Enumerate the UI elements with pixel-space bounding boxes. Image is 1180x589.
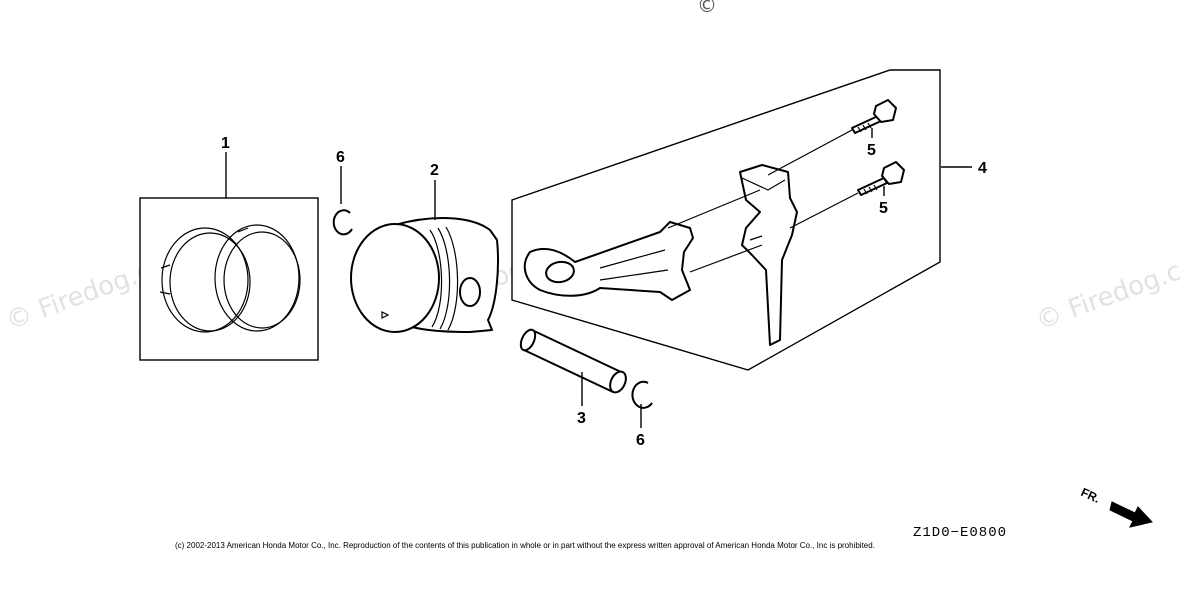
ring-oil-inner — [223, 231, 301, 329]
copyright-notice: (c) 2002-2013 American Honda Motor Co., … — [175, 541, 875, 550]
piston-crown — [350, 223, 440, 333]
callout-5-lower[interactable]: 5 — [879, 200, 888, 217]
bolt-head-lower — [881, 161, 905, 185]
bolt-thread-upper — [857, 122, 872, 133]
piston-pin[interactable] — [518, 327, 629, 394]
piston-pin-clip-right[interactable] — [631, 380, 653, 409]
callout-5-upper[interactable]: 5 — [867, 142, 876, 159]
assembly-guide-lines — [667, 189, 763, 273]
conrod-bolt-lower[interactable] — [789, 161, 905, 229]
piston-ring-set[interactable] — [139, 197, 319, 361]
pin-end-left — [519, 328, 537, 352]
conrod-bolt-upper[interactable] — [767, 99, 897, 176]
bolt-head-upper — [873, 99, 897, 123]
bolt-thread-lower — [863, 184, 878, 195]
conrod-cap — [739, 164, 798, 346]
ring-top — [161, 227, 249, 333]
connecting-rod-assembly[interactable] — [511, 69, 941, 371]
pin-end-right — [609, 370, 627, 394]
callout-6-upper[interactable]: 6 — [336, 149, 345, 166]
watermark-top-symbol: © — [697, 0, 717, 17]
pin-body — [523, 329, 622, 393]
piston-arrow-mark — [381, 311, 390, 319]
leader-lines — [225, 128, 972, 428]
bolt-guide-upper — [767, 129, 853, 176]
callout-3[interactable]: 3 — [577, 410, 586, 427]
callout-2[interactable]: 2 — [430, 162, 439, 179]
fr-label: FR. — [1079, 485, 1102, 506]
front-direction-indicator: FR. — [1079, 485, 1153, 528]
piston-ring-grooves — [429, 226, 459, 331]
ring-gaps — [159, 227, 249, 295]
watermark-right: © Firedog.com — [1032, 242, 1180, 336]
conrod-cap-detail — [741, 177, 786, 241]
piston-pin-clip-left[interactable] — [332, 209, 353, 236]
ring-oil — [214, 224, 300, 332]
callout-1[interactable]: 1 — [221, 135, 230, 152]
diagram-code: Z1D0−E0800 — [913, 525, 1007, 541]
clip-shape — [332, 209, 353, 236]
callout-6-lower[interactable]: 6 — [636, 432, 645, 449]
callout-4[interactable]: 4 — [978, 160, 987, 177]
ring-set-box — [139, 197, 319, 361]
clip-shape-right — [631, 380, 653, 409]
callout-labels: 1 2 3 4 5 5 6 6 — [221, 135, 987, 449]
piston[interactable] — [350, 217, 499, 333]
fr-arrow-icon — [1109, 501, 1153, 528]
conrod-box — [511, 69, 941, 371]
conrod-small-end — [545, 260, 575, 284]
ring-second — [169, 232, 251, 332]
bolt-guide-lower — [789, 192, 859, 229]
conrod-beam — [599, 249, 669, 281]
piston-pin-boss — [459, 277, 481, 307]
